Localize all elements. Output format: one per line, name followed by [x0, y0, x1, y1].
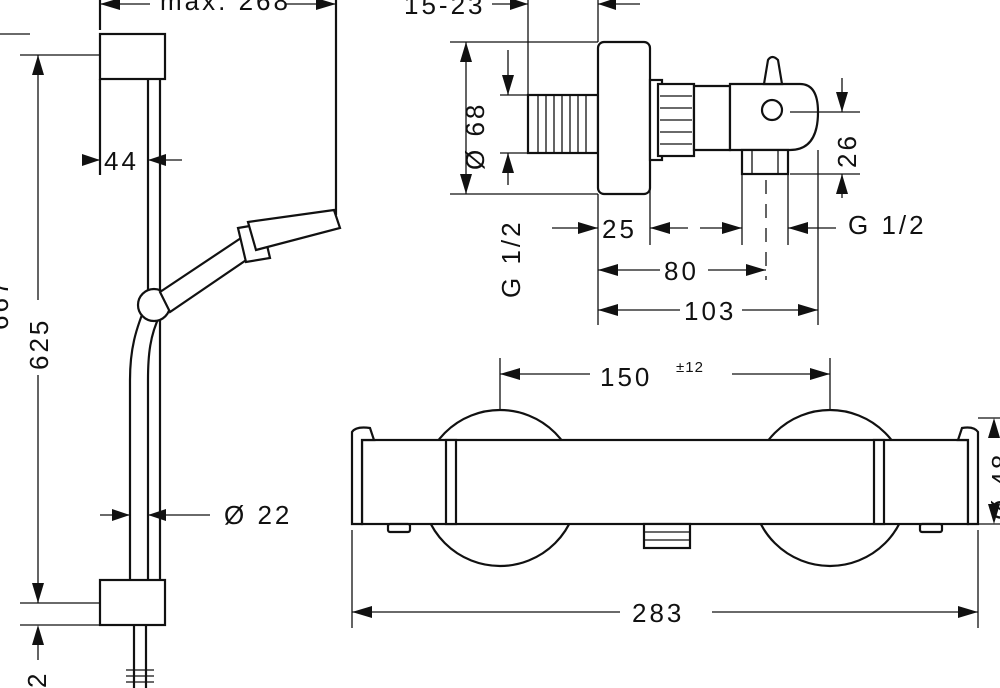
outlet-connector [740, 148, 790, 176]
dim-rail-total: 667 [0, 278, 14, 330]
dim-total-width: 283 [632, 598, 684, 628]
arrow [100, 0, 120, 10]
valve-screw [760, 98, 784, 122]
dim-bottom: 2 [22, 671, 52, 688]
arrow [502, 75, 514, 95]
front-outlet [642, 522, 692, 550]
arrow [988, 504, 1000, 524]
dim-rail-diameter: Ø 22 [224, 500, 292, 530]
wall-flange [596, 40, 652, 196]
arrow [722, 222, 742, 234]
valve-body-neck [692, 84, 732, 152]
dim-25: 25 [602, 214, 637, 244]
handle-right-tip [956, 426, 980, 526]
arrow [988, 418, 1000, 438]
rail-top-bracket [98, 32, 167, 81]
arrow [502, 153, 514, 173]
arrow [958, 606, 978, 618]
thermostat-side-view: 15-23 [404, 0, 927, 326]
arrow [32, 625, 44, 645]
arrow [788, 222, 808, 234]
dim-max-reach: max. 268 [160, 0, 291, 16]
dim-right-edge: Ø 48 [986, 452, 1000, 520]
arrow [460, 42, 472, 62]
arrow [32, 55, 44, 75]
dim-wall-distance: 15-23 [404, 0, 486, 20]
dim-centre-tolerance: ±12 [676, 359, 704, 376]
rail-pole [128, 299, 150, 580]
body-divider-right [872, 438, 886, 526]
arrow [460, 174, 472, 194]
rail-bottom-bracket [98, 578, 167, 627]
body-divider-left [444, 438, 458, 526]
foot-left [386, 522, 412, 534]
arrow [650, 222, 670, 234]
thread-right: G 1/2 [848, 210, 927, 240]
foot-right [918, 522, 944, 534]
dim-centre-distance: 150 [600, 362, 652, 392]
arrow [598, 264, 618, 276]
dim-103: 103 [684, 296, 736, 326]
arrow [798, 304, 818, 316]
arrow [148, 509, 166, 521]
arrow [836, 174, 848, 194]
handle-left-tip [350, 426, 376, 526]
dim-26: 26 [832, 133, 862, 168]
dim-80: 80 [664, 256, 699, 286]
arrow [836, 92, 848, 112]
thread-left: G 1/2 [496, 219, 526, 298]
arrow [810, 368, 830, 380]
arrow [316, 0, 336, 10]
dim-rail-length: 625 [24, 318, 54, 370]
rail-pole [146, 314, 161, 580]
dim-flange-diameter: Ø 68 [460, 102, 490, 170]
thread-lines [537, 95, 587, 153]
arrow [578, 222, 598, 234]
hand-shower-head [246, 208, 342, 252]
arrow [500, 368, 520, 380]
thermostat-body [360, 438, 970, 526]
nut-lines [660, 95, 692, 145]
dim-rail-width: 44 [104, 146, 139, 176]
arrow [112, 509, 130, 521]
arrow [746, 264, 766, 276]
arrow [82, 154, 100, 166]
shower-rail-view: max. 268 44 625 [0, 0, 342, 688]
arrow [598, 0, 616, 10]
arrow [510, 0, 528, 10]
valve-knob [762, 55, 784, 86]
arrow [32, 583, 44, 603]
arrow [148, 154, 166, 166]
arrow [352, 606, 372, 618]
arrow [598, 304, 618, 316]
thermostat-front-view: 150 ±12 283 Ø 48 [350, 358, 1000, 628]
